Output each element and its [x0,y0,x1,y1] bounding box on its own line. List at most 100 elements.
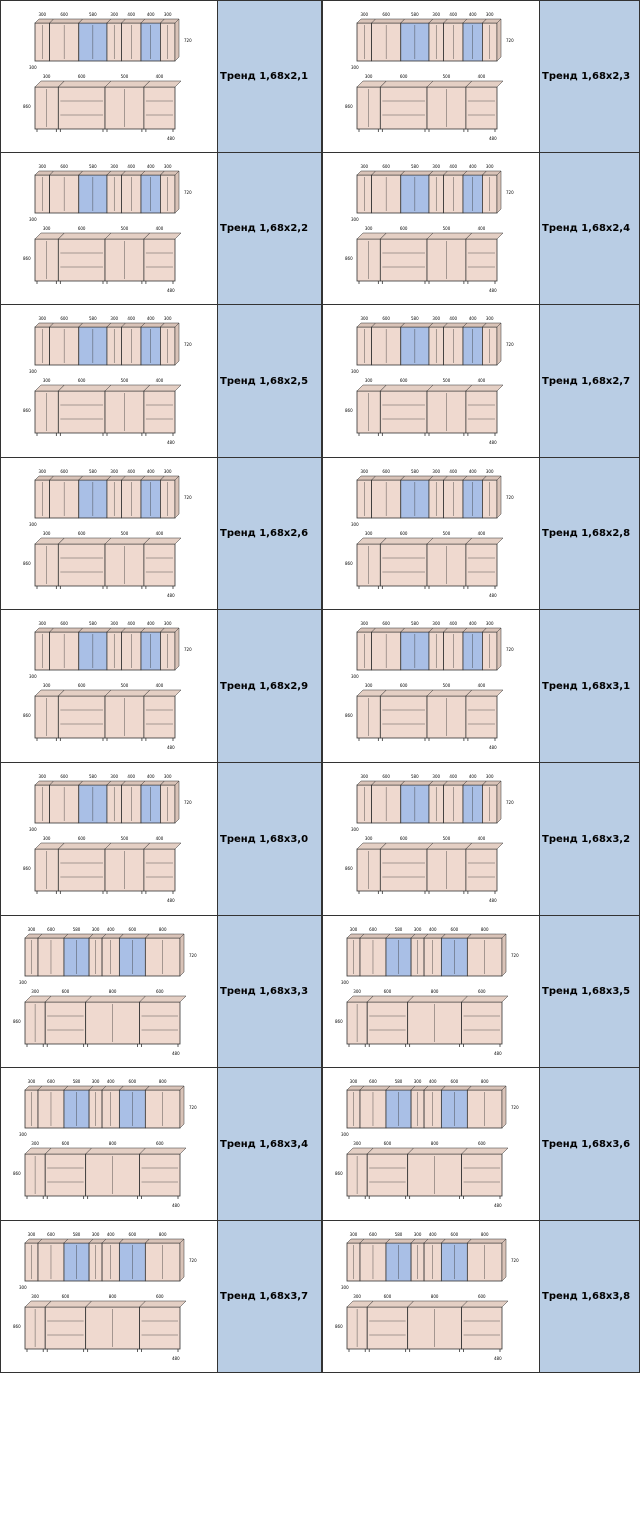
upper-width-label: 300 [360,621,368,626]
lower-width-label: 500 [121,836,129,841]
upper-width-label: 400 [147,621,155,626]
upper-height-label: 720 [511,1105,519,1110]
lower-cabinet [465,232,504,284]
lower-cabinet [346,1147,374,1199]
lower-height-label: 860 [23,408,31,413]
lower-width-label: 300 [365,378,373,383]
upper-width-label: 600 [60,774,68,779]
upper-width-label: 600 [382,164,390,169]
upper-height-label: 720 [506,38,514,43]
upper-width-label: 300 [110,621,118,626]
lower-cabinet [24,1147,52,1199]
upper-width-label: 400 [469,621,477,626]
upper-width-label: 400 [127,774,135,779]
upper-width-label: 300 [164,316,172,321]
upper-cabinet [34,170,55,214]
upper-cabinet [140,627,166,671]
upper-width-label: 580 [395,1079,403,1084]
upper-cabinet [466,1238,507,1282]
upper-width-label: 300 [350,1232,358,1237]
lower-width-label: 600 [400,378,408,383]
upper-width-label: 300 [432,12,440,17]
lower-width-label: 800 [109,1141,117,1146]
lower-cabinet [138,995,187,1047]
upper-cabinet [466,1085,507,1129]
upper-width-label: 300 [28,927,36,932]
upper-width-label: 400 [147,164,155,169]
lower-width-label: 500 [121,226,129,231]
kitchen-label-cell: Тренд 1,68х3,3 [218,916,322,1068]
lower-width-label: 400 [156,531,164,536]
kitchen-model-name: Тренд 1,68х2,2 [220,223,309,234]
lower-cabinet [44,1300,93,1352]
upper-width-label: 300 [486,469,494,474]
lower-width-label: 800 [431,1294,439,1299]
lower-width-label: 400 [478,531,486,536]
upper-cabinet [24,1238,43,1282]
upper-cabinet [346,1238,365,1282]
upper-cabinet [24,933,43,977]
lower-depth-label: 480 [494,1051,502,1056]
upper-width-label: 580 [411,621,419,626]
lower-cabinet [356,80,387,132]
upper-cabinet [48,475,84,519]
kitchen-model-name: Тренд 1,68х3,1 [542,680,631,692]
lower-depth-label: 480 [489,288,497,293]
upper-width-label: 800 [159,927,167,932]
lower-cabinet [104,537,151,589]
upper-height-label: 720 [511,953,519,958]
upper-cabinet [356,627,377,671]
upper-cabinet [48,627,84,671]
lower-depth-label: 480 [489,593,497,598]
upper-width-label: 300 [92,1079,100,1084]
lower-width-label: 400 [156,683,164,688]
upper-width-label: 580 [89,469,97,474]
lower-cabinet [85,1300,147,1352]
kitchen-model-name: Тренд 1,68х2,7 [542,375,631,387]
upper-width-label: 580 [89,12,97,17]
lower-cabinet [407,1147,469,1199]
upper-cabinet [400,780,434,824]
lower-cabinet [104,689,151,741]
upper-cabinet [356,322,377,366]
upper-depth-label: 300 [351,827,359,832]
lower-width-label: 600 [156,989,164,994]
lower-cabinet [366,1147,415,1199]
lower-width-label: 600 [400,531,408,536]
upper-cabinet [118,1085,150,1129]
upper-cabinet [101,1085,124,1129]
upper-depth-label: 300 [19,1285,27,1290]
upper-height-label: 720 [506,800,514,805]
lower-cabinet [57,842,112,894]
upper-cabinet [428,322,449,366]
upper-width-label: 300 [432,164,440,169]
upper-width-label: 580 [73,1079,81,1084]
lower-width-label: 500 [443,531,451,536]
upper-depth-label: 300 [341,980,349,985]
lower-width-label: 600 [400,836,408,841]
upper-width-label: 400 [449,774,457,779]
kitchen-model-name: Тренд 1,68х3,3 [220,986,309,997]
upper-width-label: 300 [360,12,368,17]
upper-depth-label: 300 [351,674,359,679]
lower-cabinet [34,80,65,132]
upper-cabinet [385,933,416,977]
lower-width-label: 600 [400,683,408,688]
lower-cabinet [346,1300,374,1352]
upper-width-label: 300 [92,927,100,932]
lower-width-label: 300 [31,989,39,994]
upper-width-label: 800 [481,927,489,932]
kitchen-label-cell: Тренд 1,68х2,1 [218,0,322,153]
kitchen-model-name: Тренд 1,68х2,8 [542,528,631,539]
kitchen-model-name: Тренд 1,68х2,3 [542,71,631,82]
upper-cabinet [356,475,377,519]
upper-width-label: 600 [369,927,377,932]
upper-width-label: 300 [38,316,46,321]
